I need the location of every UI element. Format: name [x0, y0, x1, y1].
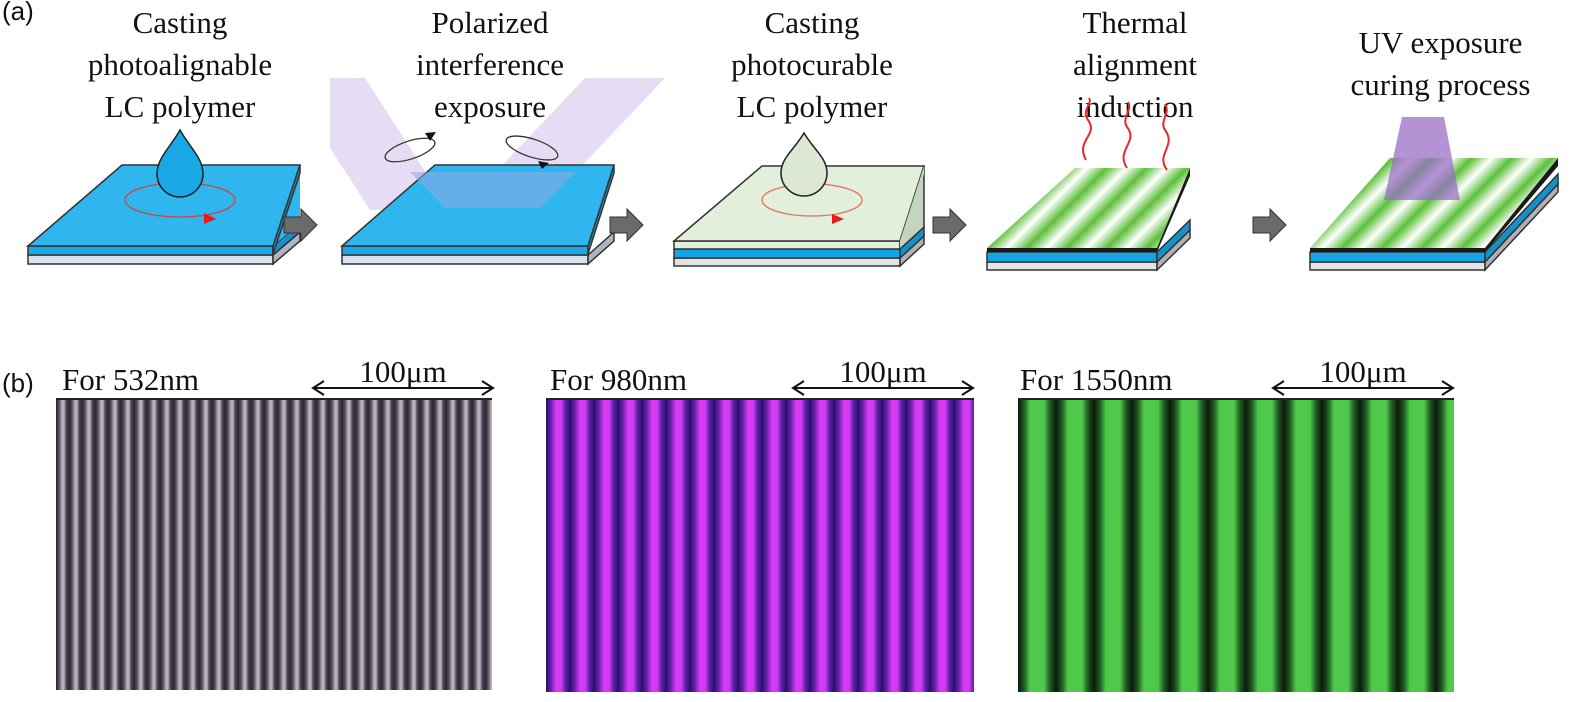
step-uv-curing: UV exposure curing process: [1290, 0, 1591, 280]
step-casting-photocurable: Casting photocurable LC polymer: [652, 0, 972, 280]
step-polarized-interference-exposure: Polarized interference exposure: [330, 0, 665, 280]
photo-caption: For 1550nm: [1020, 362, 1173, 397]
micrograph-1550nm: For 1550nm 100μm: [1014, 354, 1456, 702]
micrograph-980nm: For 980nm 100μm: [544, 354, 978, 702]
grating-image-1550nm: [1018, 398, 1454, 692]
panel-b-label: (b): [2, 368, 34, 398]
process-arrow-icon: [283, 207, 319, 247]
step-title: Casting photocurable LC polymer: [731, 5, 893, 124]
step-title: Thermal alignment induction: [1073, 5, 1197, 124]
scale-label: 100μm: [1319, 354, 1407, 389]
micrograph-532nm: For 532nm 100μm: [56, 354, 496, 702]
process-arrow-icon: [932, 207, 968, 247]
scale-bar: 100μm: [310, 354, 496, 400]
scale-label: 100μm: [359, 354, 447, 389]
step-title: Polarized interference exposure: [416, 5, 564, 124]
process-arrow-icon: [1252, 207, 1288, 247]
panel-a-label: (a): [2, 0, 34, 26]
photo-caption: For 532nm: [62, 362, 199, 397]
interference-beams-icon: [330, 78, 665, 266]
step-thermal-alignment: Thermal alignment induction: [975, 0, 1295, 280]
grating-image-532nm: [56, 398, 492, 690]
photo-caption: For 980nm: [550, 362, 687, 397]
double-arrow-icon: [1271, 380, 1455, 396]
process-arrow-icon: [609, 207, 645, 247]
scale-bar: 100μm: [790, 354, 976, 400]
step-title: Casting photoalignable LC polymer: [87, 5, 273, 124]
scale-label: 100μm: [839, 354, 927, 389]
uv-curing-substrate-icon: [1309, 117, 1559, 272]
double-arrow-icon: [311, 380, 495, 396]
scale-bar: 100μm: [1270, 354, 1456, 400]
step-title: UV exposure curing process: [1350, 25, 1531, 102]
grating-image-980nm: [546, 398, 974, 692]
coated-substrate-icon: [671, 131, 926, 268]
double-arrow-icon: [791, 380, 975, 396]
striped-substrate-icon: [986, 97, 1191, 272]
